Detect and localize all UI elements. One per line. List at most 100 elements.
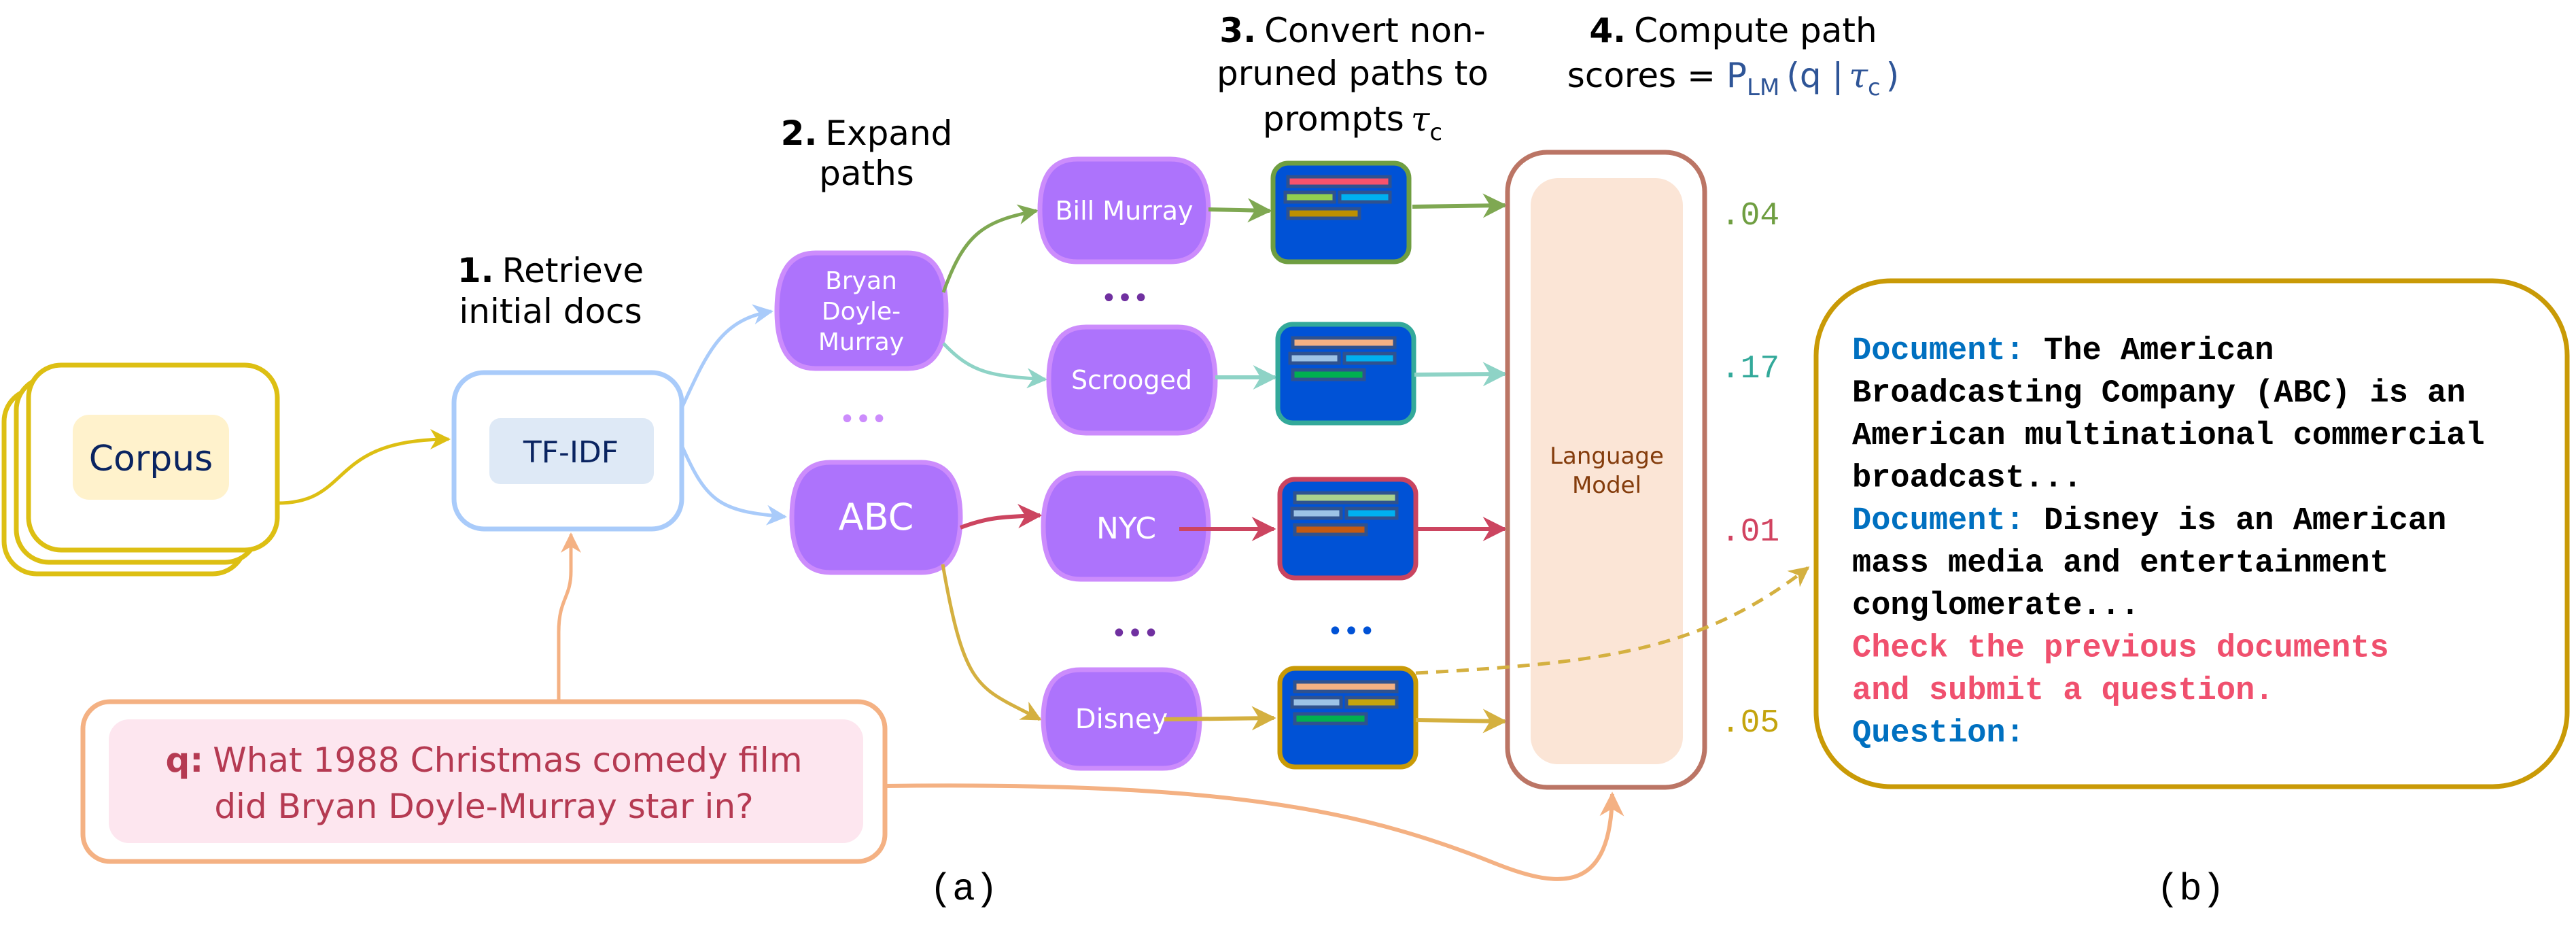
document-text: broadcast... <box>1852 461 2082 497</box>
node-abc[interactable]: ABC <box>789 460 963 575</box>
document-text: American multinational commercial <box>1852 418 2485 454</box>
step-3-line1: Convert non- <box>1264 11 1486 50</box>
step-1-number: 1. <box>457 251 494 290</box>
query-line2: did Bryan Doyle-Murray star in? <box>214 787 753 826</box>
document-label: Document: <box>1852 333 2025 369</box>
prompt-icon[interactable] <box>1277 477 1418 581</box>
prompt-example-line: conglomerate... <box>1852 588 2140 624</box>
step-1-line1: Retrieve <box>502 251 644 290</box>
prompt-text-bar <box>1293 491 1399 504</box>
step-2-title: 2.Expand paths <box>781 114 953 193</box>
prompt-icon[interactable] <box>1277 666 1418 770</box>
query-prefix: q: <box>165 740 203 780</box>
prompt-text-bar <box>1288 352 1341 365</box>
edge-disney-to-prompt <box>1164 706 1276 731</box>
panel-b-label: (b) <box>2157 868 2225 911</box>
node-bryan-doyle-murray[interactable]: Bryan Doyle- Murray <box>774 250 949 371</box>
node-bryan-line3: Murray <box>818 328 904 356</box>
step-2-line1: Expand <box>825 114 952 153</box>
step-2-number: 2. <box>781 114 818 153</box>
svg-text:1.Retrieve: 1.Retrieve <box>457 251 644 290</box>
prompt-text-bar <box>1283 190 1336 204</box>
step-4-line1: Compute path <box>1634 11 1877 50</box>
step-3-number: 3. <box>1219 11 1256 50</box>
prompts-ellipsis: ••• <box>1327 616 1376 647</box>
prompt-example-line: Broadcasting Company (ABC) is an <box>1852 376 2466 412</box>
node-bill-murray[interactable]: Bill Murray <box>1037 156 1211 264</box>
prompt-icon[interactable] <box>1270 160 1412 264</box>
prompt-text-bar <box>1293 712 1368 725</box>
edge-abc-to-disney <box>941 564 1042 721</box>
edge-prompt-1-to-lm <box>1412 193 1508 218</box>
node-scrooged[interactable]: Scrooged <box>1046 324 1218 436</box>
prompt-example-line: Document: The American <box>1852 333 2274 369</box>
retriever-box[interactable]: TF-IDF <box>451 370 684 532</box>
svg-text:4.Compute path: 4.Compute path <box>1589 11 1877 50</box>
edge-retriever-to-bryan <box>680 304 773 409</box>
edge-prompt-to-example <box>1415 566 1810 675</box>
prompt-text-bar <box>1291 368 1366 381</box>
language-model[interactable]: Language Model <box>1505 150 1707 790</box>
prompt-text-bar <box>1344 507 1399 520</box>
formula-p: P <box>1726 56 1747 95</box>
document-text: conglomerate... <box>1852 588 2140 624</box>
second-hop-ellipsis-top: ••• <box>1101 283 1149 314</box>
prompt-icon[interactable] <box>1275 322 1416 426</box>
edge-bryan-to-scrooged <box>942 342 1047 389</box>
svg-text:scores = PLM(q |τc): scores = PLM(q |τc) <box>1567 56 1899 101</box>
node-nyc-label: NYC <box>1096 511 1156 546</box>
edge-prompt-4-to-lm <box>1415 708 1508 734</box>
edge-query-to-lm <box>884 783 1624 881</box>
tau-symbol: τ <box>1411 99 1431 139</box>
edge-query-to-retriever <box>557 532 581 702</box>
formula-open: (q | <box>1786 56 1843 95</box>
prompt-text-bar <box>1286 175 1392 188</box>
formula-tau-subscript: c <box>1868 74 1881 101</box>
corpus-stack[interactable]: Corpus <box>1 362 280 577</box>
prompt-text-bar <box>1290 507 1343 520</box>
edge-retriever-to-abc <box>680 445 787 526</box>
prompt-text-bar <box>1293 523 1368 536</box>
node-abc-label: ABC <box>839 496 914 538</box>
instruction-text: Check the previous documents <box>1852 631 2389 667</box>
prompt-text-bar <box>1338 190 1392 204</box>
prompt-text-bar <box>1293 680 1399 694</box>
formula-tau: τ <box>1849 56 1868 95</box>
svg-text:3.Convert non-: 3.Convert non- <box>1219 11 1485 50</box>
step-4-title: 4.Compute path scores = PLM(q |τc) <box>1567 11 1899 101</box>
document-text: Disney is an American <box>2025 503 2447 539</box>
edge-corpus-to-retriever <box>277 429 451 505</box>
document-text: The American <box>2025 333 2274 369</box>
step-1-title: 1.Retrieve initial docs <box>457 251 644 331</box>
document-text: Broadcasting Company (ABC) is an <box>1852 376 2466 412</box>
language-model-line2: Model <box>1572 472 1641 499</box>
svg-text:q:What 1988 Christmas comedy f: q:What 1988 Christmas comedy film <box>165 740 802 780</box>
step-3-line3: prompts <box>1263 99 1404 139</box>
prompt-example-line: broadcast... <box>1852 461 2082 497</box>
node-disney[interactable]: Disney <box>1041 667 1202 771</box>
path-score: .01 <box>1721 514 1779 551</box>
step-4-number: 4. <box>1589 11 1626 50</box>
corpus-label: Corpus <box>89 439 213 479</box>
second-hop-ellipsis-bottom: ••• <box>1111 618 1160 649</box>
prompt-text-bar <box>1344 696 1399 709</box>
prompt-example-line: American multinational commercial <box>1852 418 2485 454</box>
step-4-scores-prefix: scores = <box>1567 56 1726 95</box>
prompt-example-line: mass media and entertainment <box>1852 546 2389 582</box>
query-line1: What 1988 Christmas comedy film <box>213 740 802 780</box>
node-scrooged-label: Scrooged <box>1071 365 1192 395</box>
step-1-line2: initial docs <box>459 292 642 331</box>
node-bill-murray-label: Bill Murray <box>1055 196 1193 226</box>
query-box[interactable]: q:What 1988 Christmas comedy film did Br… <box>80 699 888 864</box>
node-nyc[interactable]: NYC <box>1041 470 1211 582</box>
scores-layer: .04.17.01.05 <box>1721 198 1779 742</box>
prompt-example-line: Check the previous documents <box>1852 631 2389 667</box>
path-score: .05 <box>1721 705 1779 742</box>
prompt-text-bar <box>1342 352 1397 365</box>
svg-text:2.Expand: 2.Expand <box>781 114 953 153</box>
document-label: Document: <box>1852 503 2025 539</box>
node-bryan-line2: Doyle- <box>822 298 901 326</box>
